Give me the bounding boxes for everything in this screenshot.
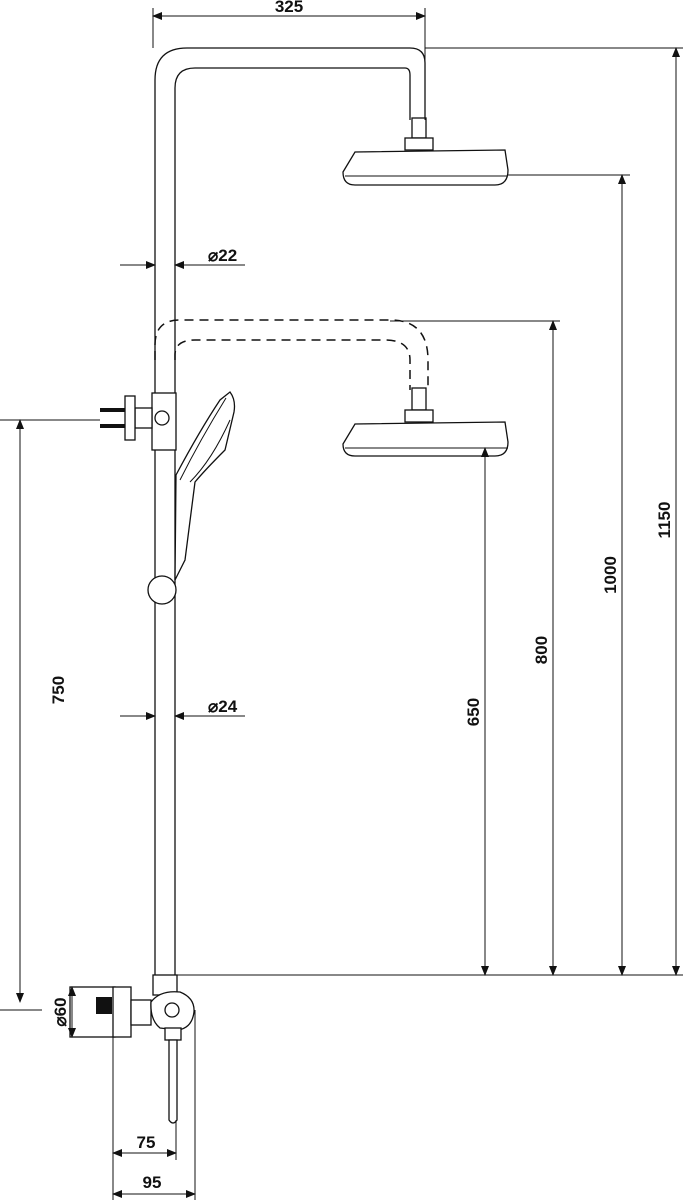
extension-lines [0, 8, 683, 1200]
overhead-arm-lower-position [154, 319, 434, 423]
slider-knob [147, 575, 177, 605]
dim-75-label: 75 [137, 1133, 156, 1152]
dim-650-label: 650 [464, 698, 483, 726]
dim-800-label: 800 [532, 636, 551, 664]
dim-750-label: 750 [49, 676, 68, 704]
dim-d22-label: ⌀22 [208, 246, 237, 265]
dim-1150-label: 1150 [655, 502, 674, 539]
overhead-shower-head-high [342, 149, 509, 186]
riser-pipe [154, 47, 434, 395]
dim-d24-label: ⌀24 [208, 697, 238, 716]
dim-95-label: 95 [143, 1173, 162, 1192]
slide-rail [100, 392, 178, 996]
overhead-shower-head-low [342, 421, 509, 457]
hand-shower [174, 391, 236, 581]
dim-325-label: 325 [275, 0, 303, 16]
dim-1000-label: 1000 [601, 556, 620, 594]
dim-d60-label: ⌀60 [51, 997, 70, 1026]
thermostatic-valve [69, 986, 195, 1124]
